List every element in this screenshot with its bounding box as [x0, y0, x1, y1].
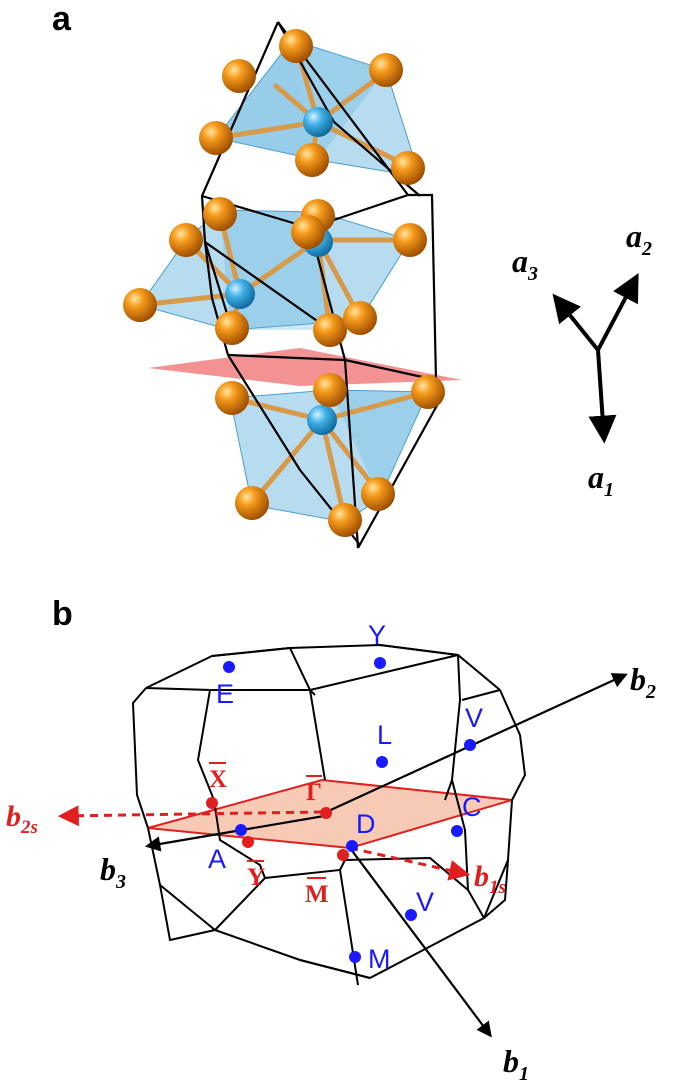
b2s-label: b2s — [6, 800, 38, 838]
b1-arrow — [349, 847, 492, 1038]
a2-label: a2 — [626, 218, 652, 260]
kpoint-m-dot — [349, 951, 361, 963]
bulk-kpoint-markers — [223, 657, 476, 963]
b1-label: b1 — [503, 1043, 529, 1085]
kpoint-v-top-label: V — [465, 703, 483, 733]
a2-arrow — [596, 273, 639, 351]
surface-kpoint-y-label: Y — [247, 864, 265, 891]
cleavage-plane — [148, 348, 462, 386]
b1s-label: b1s — [474, 860, 506, 898]
kpoint-v-bottom-dot — [405, 909, 417, 921]
kpoint-e-label: E — [216, 679, 234, 709]
kpoint-l-label: L — [377, 720, 392, 750]
surface-kpoint-x-dot — [206, 797, 218, 809]
surface-kpoint-y-dot — [242, 836, 254, 848]
a1-label: a1 — [588, 459, 614, 501]
crystal-structure — [123, 21, 462, 549]
kpoint-e-dot — [223, 661, 235, 673]
b3-label: b3 — [100, 851, 126, 893]
kpoint-a-label: A — [208, 844, 226, 874]
a1-arrow — [588, 349, 617, 444]
surface-kpoint-gamma-dot — [320, 807, 332, 819]
panel-b-label: b — [52, 595, 73, 633]
kpoint-y-dot — [374, 657, 386, 669]
b1s-arrow — [349, 846, 471, 881]
kpoint-d-dot — [346, 840, 358, 852]
b2s-arrow — [57, 805, 323, 827]
surface-kpoint-m-label: M — [305, 881, 329, 908]
anion-atoms — [123, 29, 445, 537]
kpoint-d-label: D — [356, 809, 376, 839]
kpoint-a-dot — [235, 824, 247, 836]
b2-label: b2 — [630, 661, 656, 703]
kpoint-v-top-dot — [464, 739, 476, 751]
kpoint-c-label: C — [462, 792, 482, 822]
cation-atoms — [225, 107, 337, 435]
surface-kpoint-m-dot — [337, 849, 349, 861]
kpoint-m-label: M — [368, 944, 391, 974]
surface-kpoint-markers — [206, 797, 349, 861]
a3-label: a3 — [512, 243, 538, 285]
kpoint-y-label: Y — [368, 620, 386, 650]
kpoint-c-dot — [451, 825, 463, 837]
panel-a-label: a — [52, 0, 72, 38]
a3-arrow — [552, 293, 600, 352]
surface-kpoint-gamma-label: Γ — [306, 779, 322, 806]
kpoint-v-bottom-label: V — [416, 887, 434, 917]
kpoint-l-dot — [376, 756, 388, 768]
surface-kpoint-x-label: X — [209, 766, 227, 793]
surface-kpoint-labels: X Γ Y M — [209, 762, 329, 908]
lattice-axes: a1 a2 a3 — [512, 218, 652, 501]
brillouin-zone: b2 b3 b1 b2s b1s Y E L V A C D V M — [6, 620, 656, 1085]
